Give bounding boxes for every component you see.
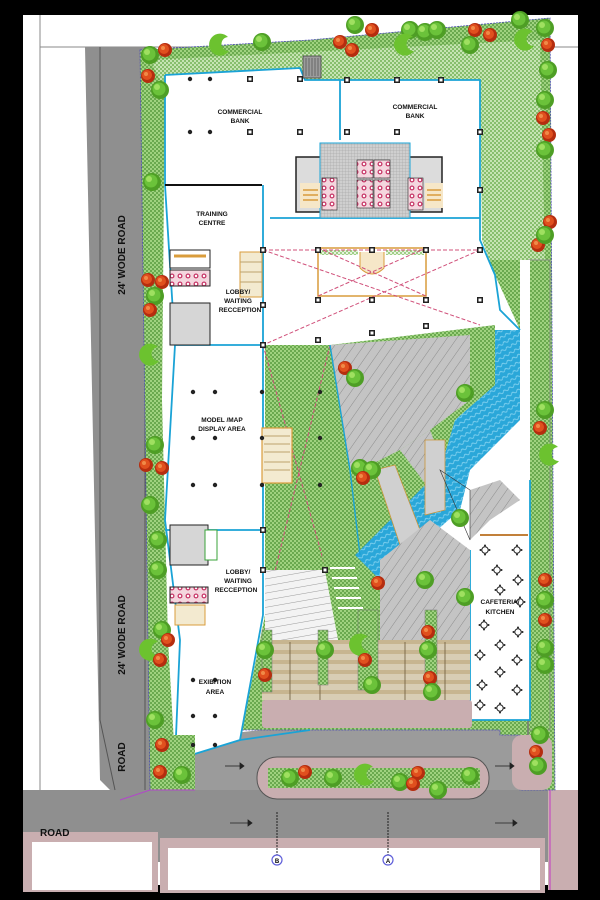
road-label-west-upper: 24' WODE ROAD xyxy=(117,215,128,295)
room-label-lobby-1-line2: WAITING xyxy=(224,298,252,305)
room-label-exibition-line2: AREA xyxy=(206,689,225,696)
room-label-lobby-2-line1: LOBBY/ xyxy=(226,569,251,576)
room-label-training-centre-line2: CENTRE xyxy=(199,220,226,227)
section-marker-b: B xyxy=(275,859,280,865)
section-markers: B A xyxy=(271,812,394,866)
room-label-commercial-bank-2-line2: BANK xyxy=(406,113,425,120)
room-label-commercial-bank-2-line1: COMMERCIAL xyxy=(393,104,438,111)
room-label-lobby-2-line3: RECCEPTION xyxy=(215,587,258,594)
plaza-paving xyxy=(330,335,470,470)
road-network xyxy=(23,47,578,893)
room-label-model-map-line1: MODEL /MAP xyxy=(201,417,243,424)
traffic-arrows xyxy=(225,762,518,827)
feature-stair xyxy=(261,427,293,484)
road-label-west-bottom: ROAD xyxy=(117,742,128,771)
room-label-exibition-line1: EXIBITION xyxy=(199,679,232,686)
room-labels: COMMERCIAL BANK COMMERCIAL BANK TRAINING… xyxy=(196,104,519,696)
road-label-west-lower: 24' WODE ROAD xyxy=(117,595,128,675)
lobby-1-services xyxy=(169,249,263,346)
room-label-cafeteria-line1: CAFETERIA/ xyxy=(481,599,520,606)
room-label-model-map-line2: DISPLAY AREA xyxy=(198,426,246,433)
room-label-lobby-1-line1: LOBBY/ xyxy=(226,289,251,296)
room-label-lobby-1-line3: RECCEPTION xyxy=(219,307,262,314)
road-label-south: ROAD xyxy=(40,828,69,839)
section-marker-a: A xyxy=(386,859,391,865)
cafeteria-tables xyxy=(474,534,528,714)
room-label-commercial-bank-1-line1: COMMERCIAL xyxy=(218,109,263,116)
service-core xyxy=(295,142,443,219)
room-label-training-centre-line1: TRAINING xyxy=(196,211,227,218)
room-label-commercial-bank-1-line2: BANK xyxy=(231,118,250,125)
room-label-cafeteria-line2: KITCHEN xyxy=(486,609,515,616)
lobby-2-services xyxy=(169,524,218,626)
room-label-lobby-2-line2: WAITING xyxy=(224,578,252,585)
building-footprint xyxy=(162,68,530,760)
